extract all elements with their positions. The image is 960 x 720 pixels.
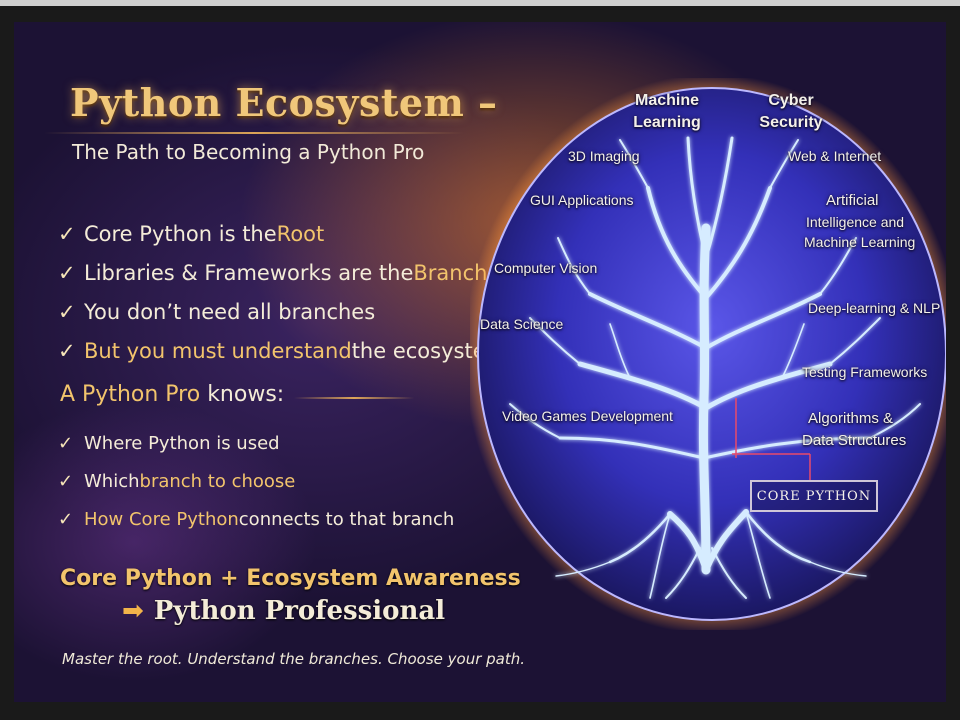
title-underline (44, 132, 464, 134)
page-subtitle: The Path to Becoming a Python Pro (72, 140, 425, 164)
list-item-highlight: branch to choose (139, 470, 296, 492)
tree-illustration (464, 74, 946, 634)
checkmark-icon: ✓ (58, 432, 74, 454)
list-item: ✓ Core Python is the Root (58, 214, 511, 253)
list-item: ✓ Libraries & Frameworks are the Branche… (58, 253, 511, 292)
checkmark-icon: ✓ (58, 508, 74, 530)
branch-gui-applications: GUI Applications (530, 192, 634, 208)
root-branch-list: ✓ Core Python is the Root ✓ Libraries & … (58, 214, 511, 370)
list-item-highlight: How Core Python (84, 508, 239, 530)
checkmark-icon: ✓ (58, 221, 76, 246)
ecosystem-globe (464, 74, 946, 634)
globe-disc (477, 87, 946, 621)
checkmark-icon: ✓ (58, 299, 76, 324)
list-item: ✓ You don’t need all branches (58, 292, 511, 331)
checkmark-icon: ✓ (58, 470, 74, 492)
motto: Master the root. Understand the branches… (62, 650, 526, 668)
branch-computer-vision: Computer Vision (494, 260, 598, 276)
branch-deep-learning-nlp: Deep-learning & NLP (808, 300, 941, 316)
core-callout-lines (732, 398, 811, 480)
pro-heading-rest: knows: (200, 382, 285, 407)
list-item: ✓ But you must understand the ecosystem (58, 331, 511, 370)
list-item: ✓ Where Python is used (58, 424, 454, 462)
core-python-label: CORE PYTHON (750, 480, 878, 512)
page-title: Python Ecosystem – (70, 80, 498, 125)
formula-line-1: Core Python + Ecosystem Awareness (60, 566, 521, 591)
list-item: ✓ How Core Python connects to that branc… (58, 500, 454, 538)
branch-algorithms-line1: Algorithms & (808, 410, 894, 427)
pro-knows-list: ✓ Where Python is used ✓ Which branch to… (58, 424, 454, 538)
list-item-text: Libraries & Frameworks are the (84, 260, 414, 285)
branch-machine-learning: Machine Learning (633, 92, 701, 131)
arrow-right-icon: ➡ (122, 596, 144, 626)
tree-lines (509, 136, 921, 599)
list-item-text: You don’t need all branches (84, 299, 376, 324)
list-item-highlight: Root (276, 221, 325, 246)
pro-heading-strong: A Python Pro (60, 382, 201, 407)
formula-result: Python Professional (153, 596, 446, 626)
python-pro-heading: A Python Pro knows: (60, 382, 284, 407)
checkmark-icon: ✓ (58, 338, 76, 363)
branch-web-internet: Web & Internet (788, 148, 882, 164)
branch-testing-frameworks: Testing Frameworks (802, 364, 928, 380)
branch-3d-imaging: 3D Imaging (568, 148, 640, 164)
list-item: ✓ Which branch to choose (58, 462, 454, 500)
list-item-text: connects to that branch (238, 508, 455, 530)
branch-ai-ml-line3: Machine Learning (804, 234, 916, 250)
list-item-text: Which (84, 470, 140, 492)
branch-data-science: Data Science (480, 316, 564, 332)
slide-canvas: Python Ecosystem – The Path to Becoming … (14, 22, 946, 702)
pro-heading-rule (294, 397, 414, 399)
branch-ai-ml-line2: Intelligence and (806, 214, 905, 230)
branch-algorithms-line2: Data Structures (802, 432, 907, 449)
branch-video-games: Video Games Development (502, 408, 673, 424)
frame-top-edge (0, 0, 960, 6)
branch-ai-ml-line1: Artificial (826, 192, 879, 209)
list-item-text: Core Python is the (84, 221, 277, 246)
formula-line-2: ➡ Python Professional (122, 596, 445, 626)
list-item-highlight: But you must understand (84, 338, 352, 363)
list-item-text: Where Python is used (84, 432, 280, 454)
checkmark-icon: ✓ (58, 260, 76, 285)
branch-cyber-security: Cyber Security (759, 92, 823, 131)
